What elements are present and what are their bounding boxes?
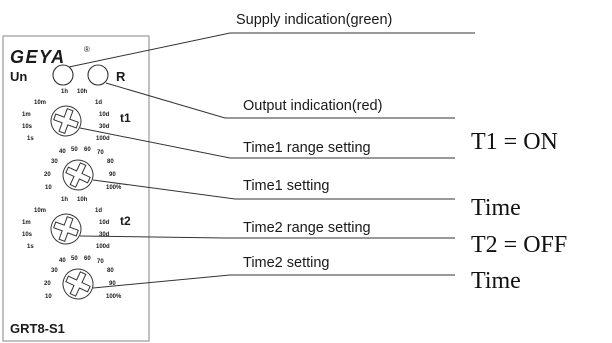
time2-setting-callout: Time2 setting: [243, 255, 330, 271]
range-labels-1: 1h 10h 10m 1d 1m 10d 10s 30d 1s 100d: [22, 89, 110, 142]
range-tick-label: 1h: [61, 197, 68, 203]
range-tick-label: 10d: [99, 112, 110, 118]
setting-tick-label: 20: [44, 281, 51, 287]
range-tick-label: 100d: [96, 136, 110, 142]
t2-label: t2: [120, 214, 131, 228]
time2-range-dial-group: t2 1h 10h 10m 1d 1m 10d 10s 30d 1s 100d: [22, 197, 131, 250]
range-tick-label: 10h: [77, 89, 88, 95]
setting-tick-label: 40: [59, 258, 66, 264]
setting-tick-label: 80: [107, 268, 114, 274]
range-tick-label: 30d: [99, 232, 110, 238]
setting-tick-label: 10: [45, 185, 52, 191]
setting-labels-2: 40 50 60 70 30 80 20 90 10 100%: [44, 256, 122, 300]
setting-tick-label: 80: [107, 159, 114, 165]
supply-leader-line: [68, 32, 475, 68]
time1-range-knob[interactable]: [47, 102, 85, 140]
r-label: R: [116, 69, 126, 84]
supply-led: [52, 64, 74, 86]
range-tick-label: 10m: [34, 208, 46, 214]
output-indication-callout: Output indication(red): [243, 98, 382, 114]
callout-texts: Supply indication(green) Output indicati…: [236, 12, 392, 271]
supply-indication-callout: Supply indication(green): [236, 12, 392, 28]
range-tick-label: 30d: [99, 124, 110, 130]
time1-setting-callout: Time1 setting: [243, 178, 330, 194]
time1-setting-dial-group: 40 50 60 70 30 80 20 90 10 100%: [44, 147, 122, 195]
setting-tick-label: 70: [97, 259, 104, 265]
setting-tick-label: 90: [109, 281, 116, 287]
time2-setting-dial-group: 40 50 60 70 30 80 20 90 10 100%: [44, 256, 122, 304]
setting-tick-label: 100%: [106, 185, 122, 191]
range-tick-label: 100d: [96, 244, 110, 250]
range-tick-label: 10h: [77, 197, 88, 203]
model-label: GRT8-S1: [10, 321, 65, 336]
range-tick-label: 1s: [27, 244, 34, 250]
setting-tick-label: 50: [71, 256, 78, 262]
leader-lines: [68, 32, 475, 289]
setting-tick-label: 100%: [106, 294, 122, 300]
range-tick-label: 10s: [22, 232, 33, 238]
range-tick-label: 10d: [99, 220, 110, 226]
time2-setting-knob[interactable]: [58, 264, 98, 304]
range-tick-label: 1m: [22, 112, 31, 118]
range-tick-label: 10s: [22, 124, 33, 130]
setting-tick-label: 30: [51, 268, 58, 274]
setting-labels-1: 40 50 60 70 30 80 20 90 10 100%: [44, 147, 122, 191]
range-tick-label: 1h: [61, 89, 68, 95]
registered-mark: ®: [84, 45, 90, 54]
setting-tick-label: 30: [51, 159, 58, 165]
output-leader-line: [105, 82, 455, 119]
time2-range-knob[interactable]: [47, 210, 85, 248]
range-tick-label: 1d: [95, 208, 102, 214]
setting-tick-label: 10: [45, 294, 52, 300]
setting-tick-label: 70: [97, 150, 104, 156]
time2-range-callout: Time2 range setting: [243, 220, 371, 236]
setting-tick-label: 90: [109, 172, 116, 178]
t1-note-line1: T1 = ON: [471, 129, 558, 155]
range-tick-label: 1d: [95, 100, 102, 106]
output-led: [87, 64, 109, 86]
range-tick-label: 1s: [27, 136, 34, 142]
range-tick-label: 1m: [22, 220, 31, 226]
time1-range-callout: Time1 range setting: [243, 140, 371, 156]
setting-tick-label: 50: [71, 147, 78, 153]
time2-range-leader-line: [79, 235, 455, 239]
brand-logo: GEYA: [10, 47, 66, 67]
t1-label: t1: [120, 111, 131, 125]
t1-note-line2: Time: [471, 195, 521, 221]
time1-range-leader-line: [79, 127, 455, 159]
time2-setting-leader-line: [92, 274, 455, 289]
setting-tick-label: 60: [84, 256, 91, 262]
time1-range-dial-group: t1 1h 10h 10m 1d 1m 10d 10s 30d 1s 100d: [22, 89, 131, 142]
time1-setting-knob[interactable]: [58, 155, 98, 195]
range-labels-2: 1h 10h 10m 1d 1m 10d 10s 30d 1s 100d: [22, 197, 110, 250]
range-tick-label: 10m: [34, 100, 46, 106]
un-label: Un: [10, 69, 27, 84]
setting-tick-label: 60: [84, 147, 91, 153]
setting-tick-label: 40: [59, 149, 66, 155]
t2-note-line2: Time: [471, 268, 521, 294]
setting-tick-label: 20: [44, 172, 51, 178]
time1-setting-leader-line: [92, 179, 455, 200]
t2-note-line1: T2 = OFF: [471, 232, 568, 258]
